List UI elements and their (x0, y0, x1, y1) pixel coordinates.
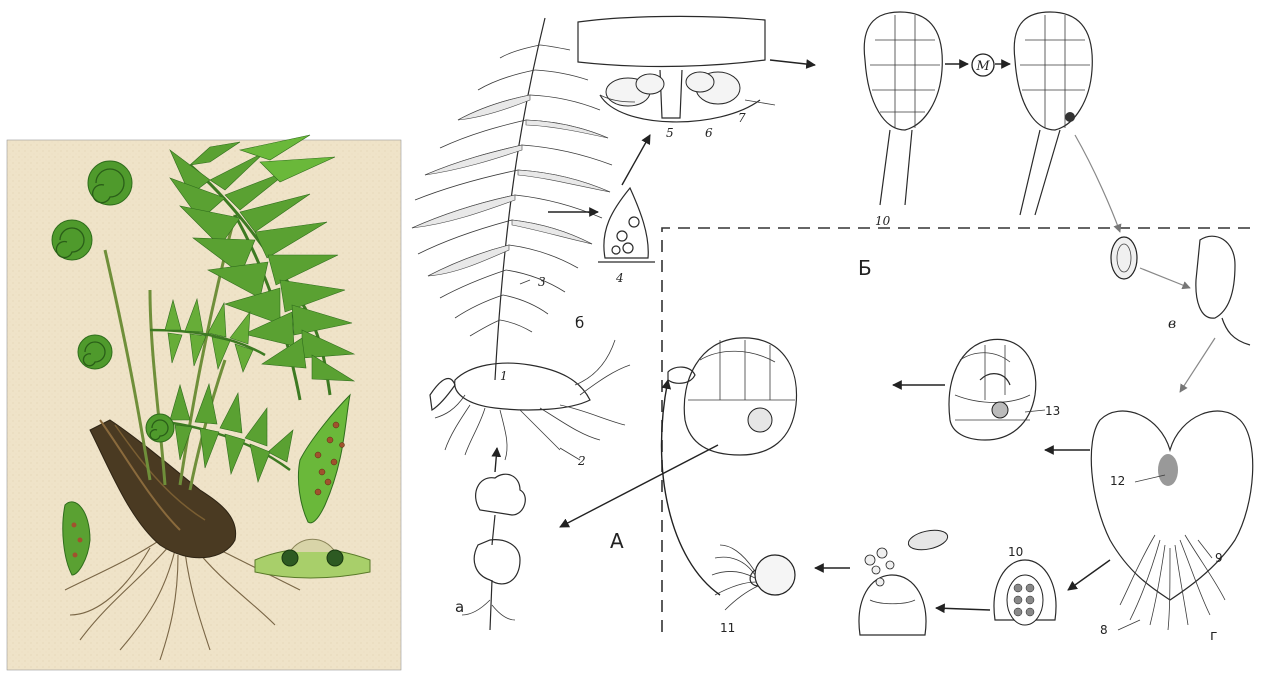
label-9: 9 (1215, 551, 1223, 565)
label-13: 13 (1045, 404, 1060, 418)
antheridium-closed (994, 560, 1056, 625)
label-6: 6 (705, 126, 713, 140)
label-A: А (610, 529, 624, 553)
zygote-archegonium (668, 338, 797, 455)
label-a: а (455, 598, 464, 616)
label-b: б (575, 314, 584, 332)
label-3: 3 (538, 275, 546, 289)
label-M: M (975, 59, 990, 74)
sporangium-closed (864, 12, 942, 205)
label-8: 8 (1100, 623, 1108, 637)
sorus-cross-section (578, 16, 775, 122)
label-2: 2 (577, 454, 586, 468)
label-g: г (1210, 628, 1217, 644)
sporangium-open (1014, 12, 1092, 215)
fern-color-panel (7, 135, 401, 670)
label-10-sporangium: 10 (875, 214, 891, 228)
label-v: в (1168, 316, 1176, 332)
label-4: 4 (615, 271, 624, 285)
young-sporophyte (462, 474, 525, 630)
label-B: Б (858, 256, 872, 280)
label-10-antheridium: 10 (1008, 545, 1023, 559)
labels: а б в г А Б 1 2 3 4 5 6 7 8 9 10 10 11 1… (455, 111, 1223, 644)
label-11: 11 (720, 621, 735, 635)
prothallus-heart (1091, 411, 1252, 630)
archegonium (949, 339, 1036, 440)
spore (1111, 237, 1137, 279)
antheridium-open (859, 527, 949, 635)
sporophyte-frond-sketch (412, 18, 630, 460)
generation-boundary (662, 228, 1250, 632)
spermatozoid (712, 545, 795, 610)
label-leaders (520, 280, 1212, 630)
label-12: 12 (1110, 474, 1125, 488)
germinating-spore (1196, 236, 1250, 345)
pinnule-with-sori (598, 188, 655, 262)
label-1: 1 (500, 369, 508, 383)
label-5: 5 (666, 126, 674, 140)
arrows (495, 60, 1215, 610)
meiosis-marker: M (972, 54, 994, 76)
label-7: 7 (738, 111, 746, 125)
